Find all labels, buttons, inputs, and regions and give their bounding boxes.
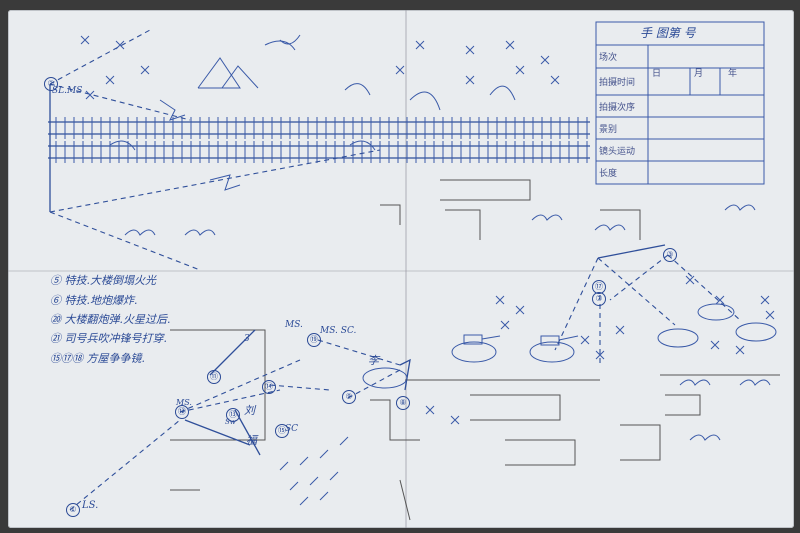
x-mark: [395, 65, 405, 75]
scatter-marks: [80, 35, 775, 425]
legend-item-5: ⑤ 特技.大楼倒塌火光: [50, 272, 156, 288]
legend-marker: ⑥: [50, 294, 61, 307]
legend-item-6: ⑥ 特技.地炮爆炸.: [50, 292, 138, 308]
table-row-label: 拍摄次序: [599, 103, 636, 113]
x-mark: [465, 45, 475, 55]
x-mark: [595, 350, 605, 360]
camera-position-marker: ⑮: [275, 424, 289, 438]
camera-label-ls: LS.: [82, 500, 99, 511]
shot-info-table: [595, 21, 765, 185]
legend-item-20: ⑳ 大楼翻炮弹.火星过后.: [50, 311, 171, 327]
paper-fold-vertical: [405, 10, 407, 528]
legend-item-21: ㉑ 司号兵吹冲锋号打穿.: [50, 330, 167, 346]
character-label-liu: 刘: [244, 404, 255, 417]
table-row-label: 镜头运动: [599, 147, 636, 157]
camera-sightline-low: [49, 149, 381, 213]
paper-fold-horizontal: [8, 270, 794, 272]
camera-position-marker: ②: [44, 77, 58, 91]
label-sw: Sw: [225, 418, 236, 426]
camera-label-ms: MS.: [285, 320, 303, 330]
camera-label-ms-left: MS.: [176, 398, 192, 407]
x-mark: [105, 75, 115, 85]
troop-arrows: [279, 436, 349, 506]
legend-text: 方屋争争镜.: [86, 352, 146, 365]
legend-text: 司号兵吹冲锋号打穿.: [64, 332, 168, 345]
x-mark: [450, 415, 460, 425]
mountain-sketch: [221, 65, 259, 89]
camera-label-top-left: SL.MS: [52, 86, 83, 96]
legend-text: 特技.地炮爆炸.: [64, 294, 138, 307]
x-mark: [140, 65, 150, 75]
table-cell-month: 月: [694, 69, 704, 79]
x-mark: [465, 75, 475, 85]
legend-marker: ⑮⑰⑱: [50, 352, 83, 365]
x-mark: [505, 40, 515, 50]
bird-sketch: [264, 34, 301, 51]
label-third: 3: [244, 334, 250, 344]
camera-label-mid: MS. SC.: [320, 326, 357, 336]
x-mark: [765, 310, 775, 320]
legend-text: 大楼翻炮弹.火星过后.: [64, 313, 171, 326]
x-mark: [540, 55, 550, 65]
x-mark: [580, 335, 590, 345]
legend-item-15: ⑮⑰⑱ 方屋争争镜.: [50, 350, 145, 366]
legend-marker: ⑤: [50, 274, 61, 287]
explosion-sketch: [209, 174, 241, 191]
camera-sightline-top: [49, 29, 151, 85]
camera-sightline-mid: [49, 83, 191, 121]
table-cell-day: 日: [652, 69, 662, 79]
x-mark: [115, 40, 125, 50]
table-row-label: 景别: [599, 125, 618, 135]
x-mark: [760, 295, 770, 305]
camera-position-marker: ⑭: [262, 380, 276, 394]
camera-position-marker: ⑨: [342, 390, 356, 404]
legend-text: 特技.大楼倒塌火光: [64, 274, 157, 287]
camera-sightlines-bottom: [69, 244, 741, 511]
table-row-label: 场次: [599, 53, 618, 63]
x-mark: [80, 35, 90, 45]
camera-position-marker: ⑪: [207, 370, 221, 384]
camera-sightline-bottom: [49, 211, 201, 271]
building-outlines: [170, 179, 780, 521]
x-mark: [495, 295, 505, 305]
camera-position-marker: ⑫: [175, 405, 189, 419]
x-mark: [500, 320, 510, 330]
mountain-sketch: [197, 57, 241, 89]
table-row-label: 拍摄时间: [599, 78, 636, 88]
storyboard-paper: [8, 10, 794, 528]
table-cell-year: 年: [728, 69, 738, 79]
explosion-sketch: [159, 99, 186, 121]
x-mark: [615, 325, 625, 335]
sheet-header: 手 图第 号: [640, 26, 696, 40]
x-mark: [685, 275, 695, 285]
character-label-li: 李: [368, 354, 379, 367]
x-mark: [550, 75, 560, 85]
legend-marker: ⑳: [50, 313, 61, 326]
x-mark: [735, 345, 745, 355]
explosion-sketch: [109, 140, 376, 151]
table-row-label: 长度: [599, 169, 618, 179]
camera-label-sc: SC: [285, 424, 299, 434]
legend-marker: ㉑: [50, 332, 61, 345]
camera-position-marker: ⑬: [226, 408, 240, 422]
camera-position-marker: ⑲: [307, 333, 321, 347]
x-mark: [710, 340, 720, 350]
x-mark: [415, 40, 425, 50]
bird-sketches-right: [124, 204, 771, 441]
camera-position-marker: ③: [663, 248, 677, 262]
character-label-fu: 福: [246, 434, 257, 447]
x-mark: [85, 90, 95, 100]
camera-position-marker: ⑦: [592, 292, 606, 306]
explosion-sketch: [344, 83, 516, 111]
x-mark: [515, 305, 525, 315]
camera-position-marker: ①: [66, 503, 80, 517]
x-mark: [515, 65, 525, 75]
x-mark: [425, 405, 435, 415]
railway-track-top: [48, 117, 590, 139]
camera-position-marker: ⑧: [396, 396, 410, 410]
x-mark: [715, 295, 725, 305]
